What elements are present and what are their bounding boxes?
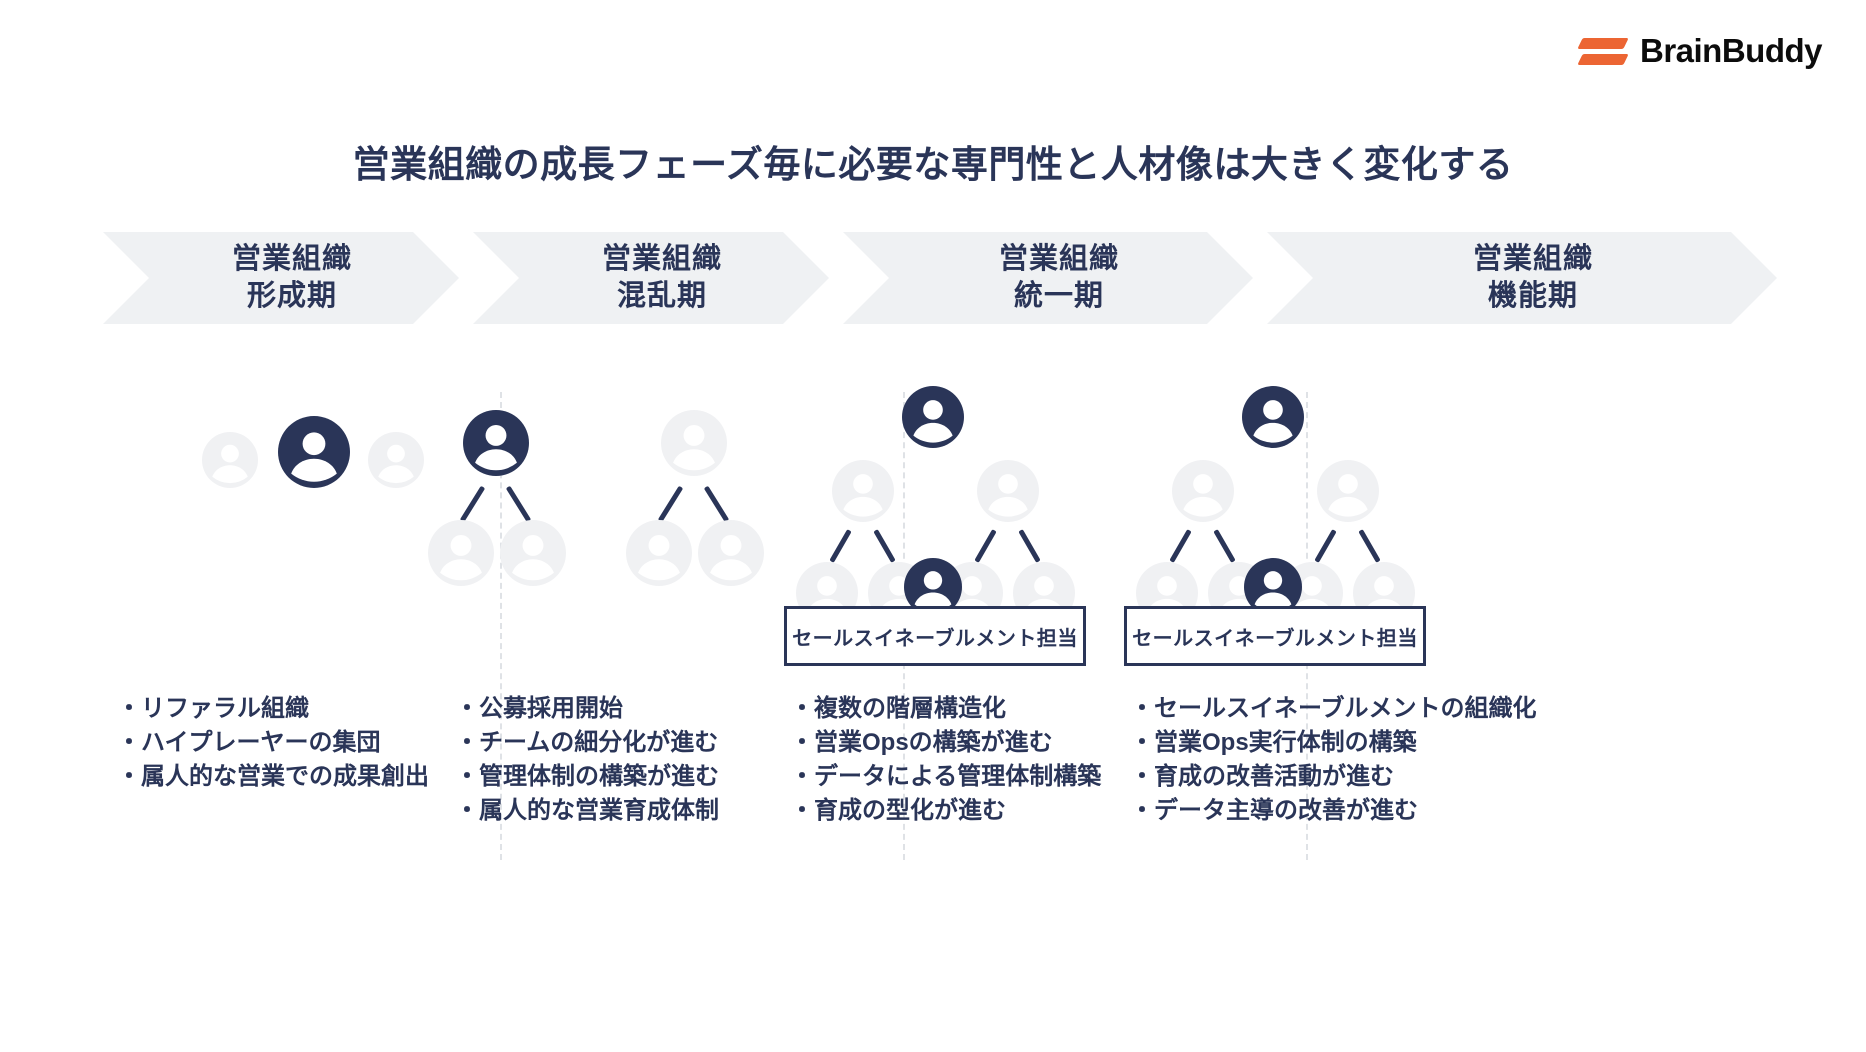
phase-banner-line2: 混乱期 (616, 280, 707, 312)
phase-banner-line1: 営業組織 (998, 242, 1119, 275)
org-connector (974, 529, 997, 563)
org-connector (1358, 529, 1381, 563)
phase-banner-formation[interactable]: 営業組織 形成期 (103, 232, 459, 324)
phase-banner-label: 営業組織 形成期 (210, 241, 352, 315)
phase-banner-label: 営業組織 機能期 (1451, 241, 1593, 315)
bullet-item: ・育成の型化が進む (790, 797, 1006, 825)
bullet-item: ・営業Opsの構築が進む (790, 729, 1053, 757)
org-connector (703, 485, 730, 523)
person-avatar-icon (1317, 460, 1379, 522)
person-avatar-icon (832, 460, 894, 522)
phase-column-formation: ・リファラル組織 ・ハイプレーヤーの集団 ・属人的な営業での成果創出 (110, 392, 490, 862)
phase-column-chaos: ・公募採用開始 ・チームの細分化が進む ・管理体制の構築が進む ・属人的な営業育… (428, 392, 890, 862)
person-avatar-icon (661, 410, 727, 476)
phase-banner-unification[interactable]: 営業組織 統一期 (843, 232, 1253, 324)
person-avatar-icon (698, 520, 764, 586)
person-avatar-primary-icon (1242, 386, 1304, 448)
phase-banner-line2: 形成期 (246, 280, 337, 312)
phase-banner-label: 営業組織 混乱期 (580, 241, 722, 315)
org-diagram-chaos (428, 392, 890, 722)
org-connector (657, 485, 684, 523)
person-avatar-icon (500, 520, 566, 586)
phase-banner-line1: 営業組織 (601, 242, 722, 275)
page-title: 営業組織の成長フェーズ毎に必要な専門性と人材像は大きく変化する (352, 144, 1514, 185)
phase-banner-label: 営業組織 統一期 (977, 241, 1119, 315)
phase-column-unification: セールスイネーブルメント担当 ・複数の階層構造化 ・営業Opsの構築が進む ・デ… (784, 386, 1290, 862)
brand-logo: BrainBuddy (1577, 30, 1823, 72)
phase-banner-line2: 機能期 (1487, 280, 1578, 312)
person-avatar-icon (626, 520, 692, 586)
bullet-item: ・データによる管理体制構築 (790, 763, 1102, 791)
org-connector (505, 485, 532, 523)
org-connector (1018, 529, 1041, 563)
org-connector (459, 485, 486, 523)
person-avatar-primary-icon (463, 410, 529, 476)
org-diagram-unification: セールスイネーブルメント担当 (784, 386, 1290, 692)
bullet-item: ・リファラル組織 (117, 695, 309, 722)
phase-bullet-list-functioning: ・セールスイネーブルメントの組織化 ・営業Ops実行体制の構築 ・育成の改善活動… (1130, 692, 1537, 828)
person-avatar-icon (1172, 460, 1234, 522)
bullet-item: ・公募採用開始 (455, 695, 623, 722)
bullet-item: ・セールスイネーブルメントの組織化 (1130, 695, 1537, 722)
bullet-item: ・複数の階層構造化 (790, 695, 1006, 722)
column-divider-1 (500, 392, 502, 860)
bullet-item: ・属人的な営業育成体制 (455, 797, 719, 825)
phase-bullet-list-formation: ・リファラル組織 ・ハイプレーヤーの集団 ・属人的な営業での成果創出 (117, 692, 429, 794)
phase-banner-line1: 営業組織 (1472, 242, 1593, 275)
enablement-badge-unification[interactable]: セールスイネーブルメント担当 (784, 606, 1086, 666)
org-connector (1169, 529, 1192, 563)
phase-banner-line1: 営業組織 (231, 242, 352, 275)
person-avatar-icon (977, 460, 1039, 522)
brainbuddy-slash-logo-icon (1577, 30, 1629, 72)
phase-banner-line2: 統一期 (1013, 280, 1104, 312)
brand-name: BrainBuddy (1639, 32, 1823, 69)
org-connector (1314, 529, 1337, 563)
org-diagram-functioning: セールスイネーブルメント担当 (1124, 386, 1690, 692)
bullet-item: ・営業Ops実行体制の構築 (1130, 729, 1417, 757)
person-avatar-primary-icon (902, 386, 964, 448)
bullet-item: ・育成の改善活動が進む (1130, 763, 1394, 791)
phase-banner-chaos[interactable]: 営業組織 混乱期 (473, 232, 829, 324)
org-connector (829, 529, 852, 563)
org-connector (1213, 529, 1236, 563)
bullet-item: ・データ主導の改善が進む (1130, 797, 1418, 825)
bullet-item: ・ハイプレーヤーの集団 (117, 729, 381, 757)
bullet-item: ・チームの細分化が進む (455, 729, 719, 757)
person-avatar-primary-icon (278, 416, 350, 488)
phase-column-functioning: セールスイネーブルメント担当 ・セールスイネーブルメントの組織化 ・営業Ops実… (1124, 386, 1690, 862)
person-avatar-icon (368, 432, 424, 488)
org-connector (873, 529, 896, 563)
phase-banner-row: 営業組織 形成期 営業組織 混乱期 営業組織 統一期 営業組織 機能期 (103, 232, 1803, 324)
person-avatar-icon (202, 432, 258, 488)
phase-bullet-list-unification: ・複数の階層構造化 ・営業Opsの構築が進む ・データによる管理体制構築 ・育成… (790, 692, 1101, 828)
phase-banner-functioning[interactable]: 営業組織 機能期 (1267, 232, 1777, 324)
person-avatar-icon (428, 520, 494, 586)
bullet-item: ・管理体制の構築が進む (455, 763, 719, 791)
phase-bullet-list-chaos: ・公募採用開始 ・チームの細分化が進む ・管理体制の構築が進む ・属人的な営業育… (455, 692, 719, 828)
org-diagram-formation (110, 392, 490, 722)
bullet-item: ・属人的な営業での成果創出 (117, 763, 429, 791)
enablement-badge-functioning[interactable]: セールスイネーブルメント担当 (1124, 606, 1426, 666)
